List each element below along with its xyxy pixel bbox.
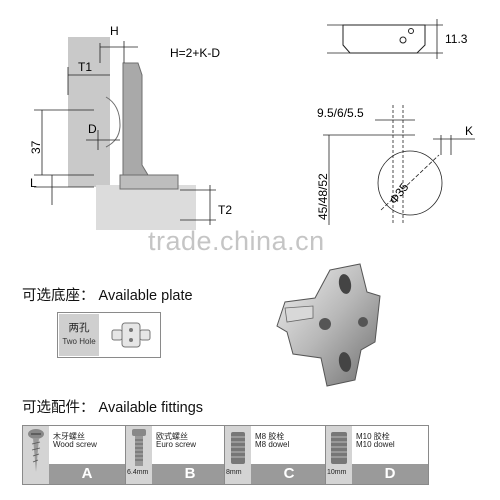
fitting-size: 10mm [327,469,347,476]
m8-dowel-icon [231,432,245,464]
label-37: 37 [29,140,43,154]
plate-hole [408,28,414,34]
fitting-card-b: 6.4mm 欧式螺丝 Euro screw B [125,425,229,485]
plate-option-card: 两孔 Two Hole [57,312,161,358]
label-11-3: 11.3 [445,32,468,46]
fitting-card-d: 10mm M10 胶栓 M10 dowel D [325,425,429,485]
formula-text: H=2+K-D [170,46,220,60]
mounting-base [119,174,179,190]
plate-side-drawing: 11.3 [327,19,468,59]
hinge-section-drawing: H H=2+K-D T1 D 37 L T2 [29,24,232,230]
hinge-cup [105,96,121,148]
plate-option-en: Two Hole [62,337,96,346]
plate-option-label: 两孔 Two Hole [59,314,99,356]
fitting-letter: A [49,464,125,484]
cup-drilling-drawing: 9.5/6/5.5 K 45/48/52 Φ35 [316,105,475,225]
label-t2: T2 [218,203,232,217]
label-t1: T1 [78,60,92,74]
fitting-tab: 8mm [225,426,251,484]
hinge-arm [122,62,176,188]
label-l: L [30,176,37,190]
fitting-size: 6.4mm [127,469,149,476]
fitting-tab: 6.4mm [126,426,152,484]
label-diameter: Φ35 [386,180,411,207]
fitting-letter: C [251,464,327,484]
cabinet-panel [96,185,196,230]
fitting-name-en: Wood screw [53,440,97,449]
plate-hole [399,36,407,44]
available-fittings-title: 可选配件： Available fittings [22,400,204,416]
fitting-tab [23,426,49,484]
fitting-size: 8mm [226,469,242,476]
fitting-name-cn: M10 胶栓 [356,432,390,441]
fitting-name-cn: 欧式螺丝 [156,432,188,441]
fitting-name-en: M8 dowel [255,440,290,449]
label-offset: 9.5/6/5.5 [317,106,364,120]
cup-circle [377,150,443,216]
euro-screw-icon [132,429,146,466]
wood-screw-icon [28,429,44,472]
label-k: K [465,124,473,138]
fitting-tab: 10mm [326,426,352,484]
fitting-card-c: 8mm M8 胶栓 M8 dowel C [224,425,328,485]
watermark-text: trade.china.cn [148,226,325,256]
available-plate-title: 可选底座： Available plate [22,288,193,304]
label-vertical: 45/48/52 [316,173,330,220]
fitting-name-en: M10 dowel [356,440,395,449]
label-d: D [88,122,97,136]
fitting-name-cn: 木牙螺丝 [53,432,85,441]
door-panel [68,37,110,187]
fitting-letter: B [152,464,228,484]
two-hole-plate-icon [111,322,151,348]
fitting-name-en: Euro screw [156,440,197,449]
fitting-card-a: 木牙螺丝 Wood screw A [22,425,126,485]
fitting-letter: D [352,464,428,484]
mounting-plate-illustration [276,263,381,387]
label-h: H [110,24,119,38]
m10-dowel-icon [331,432,347,464]
fitting-name-cn: M8 胶栓 [255,432,285,441]
plate-option-cn: 两孔 [68,322,90,334]
